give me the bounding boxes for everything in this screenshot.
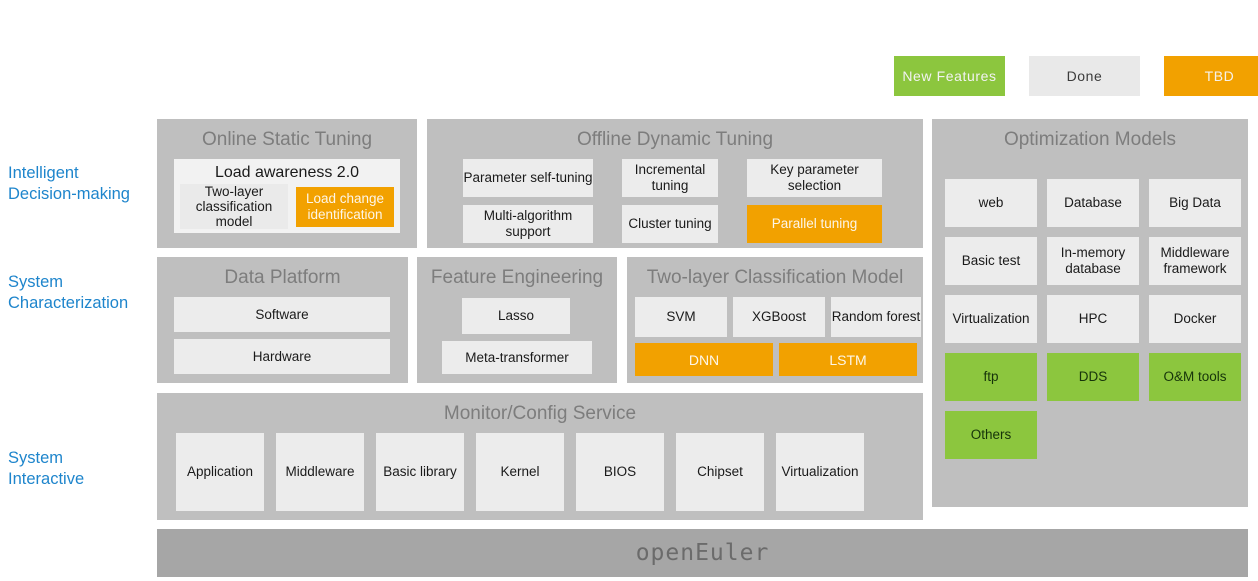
panel-monitor-config-service: Monitor/Config Service Application Middl… (157, 393, 923, 520)
footer-openeuler: openEuler (157, 529, 1248, 577)
axis-label-intelligent-decision-making: Intelligent Decision-making (8, 163, 130, 205)
legend-chip-label: TBD (1204, 67, 1235, 84)
box-svm[interactable]: SVM (635, 297, 727, 337)
box-virtualization[interactable]: Virtualization (776, 433, 864, 511)
footer-label: openEuler (635, 540, 770, 566)
box-om-tools[interactable]: O&M tools (1149, 353, 1241, 401)
box-meta-transformer[interactable]: Meta-transformer (442, 341, 592, 374)
panel-title: Online Static Tuning (201, 129, 373, 150)
panel-title: Offline Dynamic Tuning (576, 129, 774, 150)
box-docker[interactable]: Docker (1149, 295, 1241, 343)
box-load-change-identification[interactable]: Load change identification (296, 187, 394, 227)
box-database[interactable]: Database (1047, 179, 1139, 227)
box-parallel-tuning[interactable]: Parallel tuning (747, 205, 882, 243)
axis-label-system-characterization: System Characterization (8, 272, 128, 314)
box-dds[interactable]: DDS (1047, 353, 1139, 401)
axis-label-line1: System (8, 273, 64, 291)
two-layer-row-2: DNN LSTM (635, 343, 917, 376)
panel-online-static-tuning: Online Static Tuning Load awareness 2.0 … (157, 119, 417, 248)
box-basic-library[interactable]: Basic library (376, 433, 464, 511)
panel-optimization-models: Optimization Models web Database Big Dat… (932, 119, 1248, 507)
load-awareness-title: Load awareness 2.0 (214, 164, 360, 181)
panel-feature-engineering: Feature Engineering Lasso Meta-transform… (417, 257, 617, 383)
box-middleware-framework[interactable]: Middleware framework (1149, 237, 1241, 285)
panel-title: Data Platform (224, 267, 341, 288)
panel-title: Two-layer Classification Model (646, 267, 904, 288)
box-incremental-tuning[interactable]: Incremental tuning (622, 159, 718, 197)
box-ftp[interactable]: ftp (945, 353, 1037, 401)
box-web[interactable]: web (945, 179, 1037, 227)
box-dnn[interactable]: DNN (635, 343, 773, 376)
legend-chip-label: Done (1066, 67, 1103, 84)
box-kernel[interactable]: Kernel (476, 433, 564, 511)
axis-label-line1: Intelligent (8, 164, 79, 182)
axis-label-line1: System (8, 449, 64, 467)
legend: New Features Done TBD (894, 56, 1258, 96)
axis-label-system-interactive: System Interactive (8, 448, 84, 490)
box-middleware[interactable]: Middleware (276, 433, 364, 511)
box-parameter-self-tuning[interactable]: Parameter self-tuning (463, 159, 593, 197)
two-layer-row-1: SVM XGBoost Random forest (635, 297, 921, 337)
panel-offline-dynamic-tuning: Offline Dynamic Tuning Parameter self-tu… (427, 119, 923, 248)
box-others[interactable]: Others (945, 411, 1037, 459)
box-random-forest[interactable]: Random forest (831, 297, 921, 337)
box-big-data[interactable]: Big Data (1149, 179, 1241, 227)
legend-chip-label: New Features (902, 67, 997, 84)
panel-title: Optimization Models (1003, 129, 1177, 150)
legend-chip-done[interactable]: Done (1029, 56, 1140, 96)
box-software[interactable]: Software (174, 297, 390, 332)
box-basic-test[interactable]: Basic test (945, 237, 1037, 285)
legend-chip-tbd[interactable]: TBD (1164, 56, 1258, 96)
box-hpc[interactable]: HPC (1047, 295, 1139, 343)
box-chipset[interactable]: Chipset (676, 433, 764, 511)
panel-data-platform: Data Platform Software Hardware (157, 257, 408, 383)
axis-label-line2: Interactive (8, 470, 85, 488)
data-platform-items: Software Hardware (174, 297, 390, 381)
legend-chip-new-features[interactable]: New Features (894, 56, 1005, 96)
axis-label-line2: Decision-making (8, 185, 130, 203)
monitor-items-row: Application Middleware Basic library Ker… (176, 433, 864, 511)
box-xgboost[interactable]: XGBoost (733, 297, 825, 337)
box-lasso[interactable]: Lasso (462, 298, 570, 334)
panel-title: Monitor/Config Service (443, 403, 637, 424)
load-awareness-group: Load awareness 2.0 Two-layer classificat… (174, 159, 400, 233)
panel-title: Feature Engineering (430, 267, 604, 288)
box-two-layer-classification-model[interactable]: Two-layer classification model (180, 184, 288, 229)
offline-items-grid: Parameter self-tuning Incremental tuning… (463, 159, 882, 243)
panel-two-layer-classification-model: Two-layer Classification Model SVM XGBoo… (627, 257, 923, 383)
box-bios[interactable]: BIOS (576, 433, 664, 511)
optimization-items-grid: web Database Big Data Basic test In-memo… (945, 179, 1241, 459)
box-cluster-tuning[interactable]: Cluster tuning (622, 205, 718, 243)
box-hardware[interactable]: Hardware (174, 339, 390, 374)
box-key-parameter-selection[interactable]: Key parameter selection (747, 159, 882, 197)
axis-label-line2: Characterization (8, 294, 129, 312)
box-virtualization[interactable]: Virtualization (945, 295, 1037, 343)
box-multi-algorithm-support[interactable]: Multi-algorithm support (463, 205, 593, 243)
box-application[interactable]: Application (176, 433, 264, 511)
box-in-memory-database[interactable]: In-memory database (1047, 237, 1139, 285)
box-lstm[interactable]: LSTM (779, 343, 917, 376)
